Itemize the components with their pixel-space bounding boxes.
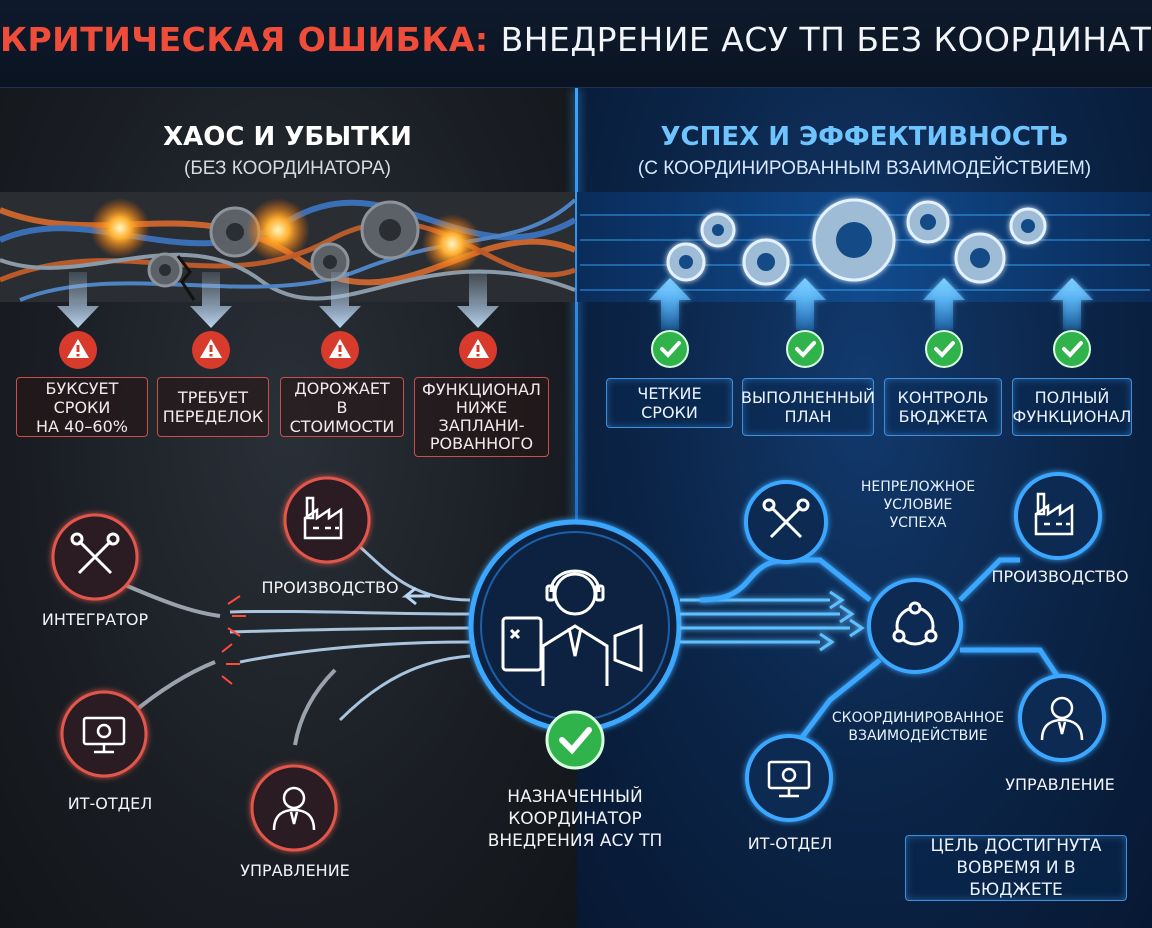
condition-line: НЕПРЕЛОЖНОЕ — [860, 479, 976, 495]
left-section-title: ХАОС И УБЫТКИ — [163, 122, 412, 152]
wrench-screwdriver-icon — [762, 498, 810, 539]
goal-box: ЦЕЛЬ ДОСТИГНУТА ВОВРЕМЯ И В БЮДЖЕТЕ — [905, 835, 1127, 901]
problem-line: ПЕРЕДЕЛОК — [162, 407, 264, 426]
node-integrator-right — [744, 480, 828, 564]
label-management-left: УПРАВЛЕНИЕ — [240, 861, 350, 880]
factory-icon — [1034, 492, 1074, 536]
condition-line: УСПЕХА — [889, 515, 947, 531]
check-icon — [1053, 330, 1091, 368]
label-production-right: ПРОИЗВОДСТВО — [991, 567, 1129, 586]
result-line: ПЛАН — [784, 407, 832, 426]
warning-icon — [192, 331, 230, 369]
coordinator-node — [468, 519, 682, 770]
header: КРИТИЧЕСКАЯ ОШИБКА: ВНЕДРЕНИЕ АСУ ТП БЕЗ… — [0, 0, 1152, 88]
label-production-left: ПРОИЗВОДСТВО — [261, 578, 399, 597]
coordinator-line: НАЗНАЧЕННЫЙ — [507, 787, 643, 807]
condition-line: УСЛОВИЕ — [883, 497, 953, 513]
coordinated-line: ВЗАИМОДЕЙСТВИЕ — [848, 728, 988, 744]
result-box-budget: КОНТРОЛЬ БЮДЖЕТА — [884, 378, 1002, 436]
goal-line: ВОВРЕМЯ И В БЮДЖЕТЕ — [956, 858, 1076, 900]
coordinated-line: СКООРДИНИРОВАННОЕ — [831, 710, 1005, 726]
problem-line: ДОРОЖАЕТ — [294, 378, 390, 398]
panel-divider — [575, 88, 578, 528]
up-arrows — [649, 278, 1093, 330]
problem-line: ФУНКЦИОНАЛ — [422, 380, 541, 399]
node-management-left — [250, 764, 338, 852]
title-critical: КРИТИЧЕСКАЯ ОШИБКА: — [0, 20, 489, 59]
break-sparks — [221, 595, 246, 685]
result-line: КОНТРОЛЬ — [897, 388, 989, 407]
problem-line: НИЖЕ — [455, 398, 508, 417]
node-management-right — [1018, 674, 1106, 762]
label-it-left: ИТ-ОТДЕЛ — [67, 794, 153, 813]
problem-line: В СТОИМОСТИ — [289, 397, 395, 436]
network-circle-icon — [867, 578, 963, 674]
headset-person-icon — [501, 569, 643, 686]
label-it-right: ИТ-ОТДЕЛ — [747, 834, 833, 853]
page-title: КРИТИЧЕСКАЯ ОШИБКА: ВНЕДРЕНИЕ АСУ ТП БЕЗ… — [0, 20, 1152, 59]
problem-line: ЗАПЛАНИ- — [438, 416, 525, 435]
coordinator-line: КООРДИНАТОР — [508, 809, 642, 829]
goal-line: ЦЕЛЬ ДОСТИГНУТА — [930, 836, 1102, 856]
wrench-screwdriver-icon — [70, 532, 120, 575]
problem-box-deadlines: БУКСУЕТ СРОКИ НА 40–60% — [16, 377, 148, 437]
down-arrows — [57, 272, 499, 328]
check-icons — [651, 330, 1091, 368]
warning-icons — [59, 331, 497, 369]
label-integrator: ИНТЕГРАТОР — [41, 610, 149, 629]
coordinated-interaction-label: СКООРДИНИРОВАННОЕ ВЗАИМОДЕЙСТВИЕ — [828, 709, 1008, 745]
result-box-deadlines: ЧЕТКИЕ СРОКИ — [606, 378, 733, 428]
node-production-right — [1014, 472, 1102, 560]
problem-line: НА 40–60% — [36, 416, 128, 436]
coordinator-label: НАЗНАЧЕННЫЙ КООРДИНАТОР ВНЕДРЕНИЯ АСУ ТП — [470, 786, 680, 852]
right-section-subtitle: (С КООРДИНИРОВАННЫМ ВЗАИМОДЕЙСТВИЕМ) — [637, 158, 1092, 179]
problem-box-functionality: ФУНКЦИОНАЛ НИЖЕ ЗАПЛАНИ- РОВАННОГО — [414, 377, 549, 457]
businessman-icon — [272, 786, 316, 831]
check-icon — [786, 330, 824, 368]
result-line: ЧЕТКИЕ СРОКИ — [637, 384, 702, 422]
node-production-left — [283, 476, 371, 564]
monitor-gear-icon — [82, 716, 126, 754]
factory-icon — [303, 496, 343, 540]
warning-icon — [321, 331, 359, 369]
left-arrowhead — [401, 586, 430, 606]
label-management-right: УПРАВЛЕНИЕ — [1005, 775, 1115, 794]
problem-line: ТРЕБУЕТ — [177, 388, 249, 407]
result-line: БЮДЖЕТА — [898, 407, 988, 426]
left-section-subtitle: (БЕЗ КООРДИНАТОРА) — [184, 158, 391, 179]
result-box-functionality: ПОЛНЫЙ ФУНКЦИОНАЛ — [1012, 378, 1132, 436]
chain-icon — [124, 583, 337, 746]
chaos-wires-image — [0, 192, 577, 302]
problem-box-rework: ТРЕБУЕТ ПЕРЕДЕЛОК — [157, 377, 269, 437]
check-icon — [651, 330, 689, 368]
result-box-plan: ВЫПОЛНЕННЫЙ ПЛАН — [740, 378, 876, 436]
left-flow-lines — [229, 528, 471, 722]
monitor-gear-icon — [767, 760, 811, 798]
result-line: ВЫПОЛНЕННЫЙ — [740, 388, 876, 407]
problem-line: РОВАННОГО — [429, 434, 534, 453]
result-line: ФУНКЦИОНАЛ — [1012, 407, 1132, 426]
title-main: ВНЕДРЕНИЕ АСУ ТП БЕЗ КООРДИНАТОРА — [500, 20, 1152, 59]
node-integrator — [51, 513, 139, 601]
problem-line: БУКСУЕТ СРОКИ — [45, 378, 119, 417]
warning-icon — [59, 331, 97, 369]
node-it-left — [60, 690, 148, 778]
problem-box-cost: ДОРОЖАЕТ В СТОИМОСТИ — [280, 377, 404, 437]
right-network-lines — [699, 557, 1063, 742]
node-it-right — [745, 734, 833, 822]
check-icon — [925, 330, 963, 368]
result-line: ПОЛНЫЙ — [1034, 388, 1110, 407]
success-condition-label: НЕПРЕЛОЖНОЕ УСЛОВИЕ УСПЕХА — [848, 478, 988, 532]
right-section-title: УСПЕХ И ЭФФЕКТИВНОСТЬ — [660, 122, 1069, 152]
coordinator-line: ВНЕДРЕНИЯ АСУ ТП — [487, 831, 663, 851]
businessman-icon — [1040, 696, 1084, 741]
warning-icon — [459, 331, 497, 369]
check-icon — [545, 710, 605, 770]
